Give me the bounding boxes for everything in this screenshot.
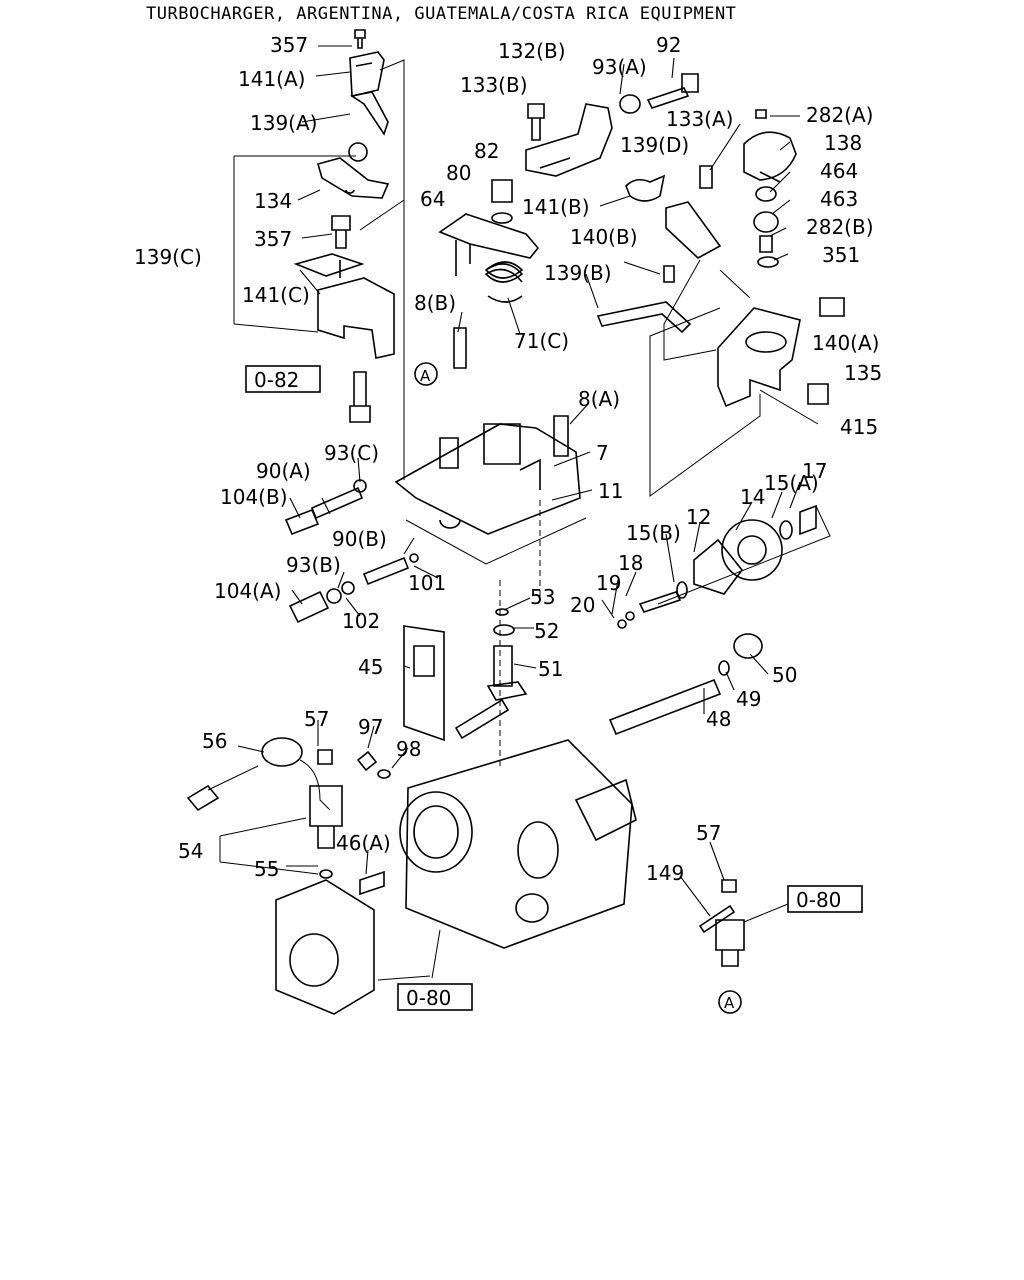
label-19: 19 <box>596 571 621 595</box>
label-15a: 15(A) <box>764 471 819 495</box>
label-53: 53 <box>530 585 555 609</box>
label-463: 463 <box>820 187 858 211</box>
label-351: 351 <box>822 243 860 267</box>
label-141a: 141(A) <box>238 67 305 91</box>
label-93b: 93(B) <box>286 553 341 577</box>
label-48: 48 <box>706 707 731 731</box>
label-57-right: 57 <box>696 821 721 845</box>
leader-lines <box>237 45 801 917</box>
label-52: 52 <box>534 619 559 643</box>
pump-body <box>186 737 637 1015</box>
label-82: 82 <box>474 139 499 163</box>
label-139d: 139(D) <box>620 133 689 157</box>
label-56: 56 <box>202 729 227 753</box>
label-133a: 133(A) <box>666 107 733 131</box>
label-464: 464 <box>820 159 858 183</box>
label-97: 97 <box>358 715 383 739</box>
label-12: 12 <box>686 505 711 529</box>
label-149: 149 <box>646 861 684 885</box>
label-135: 135 <box>844 361 882 385</box>
governor-housing <box>394 362 587 565</box>
label-7: 7 <box>596 441 609 465</box>
label-11: 11 <box>598 479 623 503</box>
lower-right-sensor <box>698 879 789 1014</box>
label-104a: 104(A) <box>214 579 281 603</box>
top-center-parts <box>438 73 699 369</box>
label-45: 45 <box>358 655 383 679</box>
label-139a: 139(A) <box>250 111 317 135</box>
label-139b: 139(B) <box>544 261 612 285</box>
part-labels: 357 141(A) 139(A) 134 357 141(C) 139(C) … <box>134 33 882 1012</box>
label-55: 55 <box>254 857 279 881</box>
label-104b: 104(B) <box>220 485 288 509</box>
label-54: 54 <box>178 839 203 863</box>
label-133b: 133(B) <box>460 73 528 97</box>
label-93a: 93(A) <box>592 55 647 79</box>
callout-a-top: A <box>420 367 431 385</box>
left-side-bolts <box>284 479 419 624</box>
label-415: 415 <box>840 415 878 439</box>
label-90b: 90(B) <box>332 527 387 551</box>
label-282b: 282(B) <box>806 215 874 239</box>
label-8b: 8(B) <box>414 291 456 315</box>
callout-a-bottom: A <box>724 994 735 1012</box>
label-51: 51 <box>538 657 563 681</box>
label-18: 18 <box>618 551 643 575</box>
label-98: 98 <box>396 737 421 761</box>
label-141c: 141(C) <box>242 283 310 307</box>
reference-0-80-right: 0-80 <box>796 888 841 912</box>
label-15b: 15(B) <box>626 521 681 545</box>
label-101: 101 <box>408 571 446 595</box>
reference-0-82: 0-82 <box>254 368 299 392</box>
label-93c: 93(C) <box>324 441 379 465</box>
right-top-parts <box>596 109 845 497</box>
label-50: 50 <box>772 663 797 687</box>
label-46a: 46(A) <box>336 831 391 855</box>
label-357-top: 357 <box>270 33 308 57</box>
label-20: 20 <box>570 593 595 617</box>
label-57-left: 57 <box>304 707 329 731</box>
label-140b: 140(B) <box>570 225 638 249</box>
control-shaft-parts <box>403 500 763 770</box>
label-71c: 71(C) <box>514 329 569 353</box>
label-17: 17 <box>802 459 827 483</box>
reference-boxes <box>245 365 863 1011</box>
label-8a: 8(A) <box>578 387 620 411</box>
label-90a: 90(A) <box>256 459 311 483</box>
label-282a: 282(A) <box>806 103 873 127</box>
label-80: 80 <box>446 161 471 185</box>
label-140a: 140(A) <box>812 331 879 355</box>
label-138: 138 <box>824 131 862 155</box>
label-141b: 141(B) <box>522 195 590 219</box>
left-bracket-assembly <box>233 29 405 480</box>
label-132b: 132(B) <box>498 39 566 63</box>
label-134: 134 <box>254 189 292 213</box>
label-14: 14 <box>740 485 765 509</box>
label-49: 49 <box>736 687 761 711</box>
label-102: 102 <box>342 609 380 633</box>
governor-weight-parts <box>617 504 831 629</box>
label-64: 64 <box>420 187 445 211</box>
reference-0-80-bottom: 0-80 <box>406 986 451 1010</box>
label-139c: 139(C) <box>134 245 202 269</box>
label-357-mid: 357 <box>254 227 292 251</box>
diagram-title: TURBOCHARGER, ARGENTINA, GUATEMALA/COSTA… <box>146 4 737 24</box>
label-92: 92 <box>656 33 681 57</box>
